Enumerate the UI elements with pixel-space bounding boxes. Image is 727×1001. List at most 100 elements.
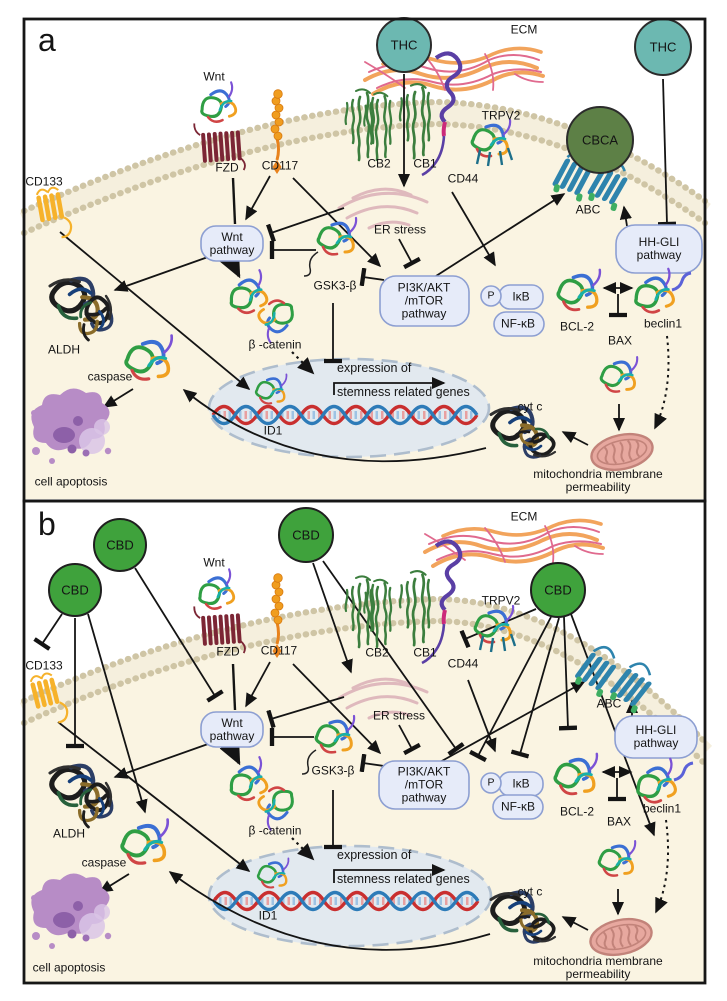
pi3k-pathway-box bbox=[378, 760, 470, 810]
cb2-label: CB2 bbox=[367, 156, 391, 171]
thc-label: THC bbox=[649, 39, 677, 55]
nfkb-box bbox=[493, 311, 545, 337]
aldh-label: ALDH bbox=[47, 342, 81, 357]
wnt-ligand-label: Wnt bbox=[203, 555, 225, 570]
pathway-boxes-b bbox=[200, 711, 698, 820]
wnt-ligand-icon bbox=[192, 567, 240, 614]
cbd-label: CBD bbox=[544, 582, 572, 598]
abc-label: ABC bbox=[575, 202, 601, 217]
abc-label: ABC bbox=[596, 696, 622, 711]
cbd-circle bbox=[48, 563, 102, 617]
phospho-circle bbox=[480, 285, 502, 307]
wnt-pathway-box bbox=[200, 225, 264, 262]
beclin1-label: beclin1 bbox=[643, 316, 683, 331]
beclin1-protein-icon bbox=[628, 267, 692, 318]
expression-label-line1: expression of bbox=[337, 848, 412, 862]
beta-catenin-label: β -catenin bbox=[248, 337, 302, 352]
cd44-label: CD44 bbox=[447, 656, 479, 671]
cb1-label: CB1 bbox=[413, 156, 437, 171]
phospho-label: P bbox=[487, 776, 495, 789]
fzd-label: FZD bbox=[216, 644, 240, 659]
cbd-label: CBD bbox=[292, 527, 320, 543]
panel-b-letter: b bbox=[38, 506, 56, 542]
arrows-a bbox=[59, 74, 677, 463]
wnt-ligand-label: Wnt bbox=[203, 69, 225, 84]
cbca-circle bbox=[566, 106, 634, 174]
caspase-label: caspase bbox=[87, 369, 133, 384]
cytc-label: cyt c bbox=[517, 884, 543, 899]
bax-label: BAX bbox=[606, 814, 632, 829]
beclin1-protein-icon bbox=[630, 757, 694, 808]
cbd-circle bbox=[278, 507, 334, 563]
hhgli-pathway-box bbox=[614, 715, 698, 759]
pi3k-pathway-box bbox=[379, 275, 470, 327]
panel-borders bbox=[22, 17, 707, 985]
trpv2-label: TRPV2 bbox=[481, 593, 521, 608]
thc-label: THC bbox=[390, 37, 418, 53]
cell-apoptosis-label: cell apoptosis bbox=[34, 474, 108, 489]
panel-a-letter: a bbox=[38, 22, 56, 58]
cd44-label: CD44 bbox=[447, 171, 479, 186]
ecm-label: ECM bbox=[510, 509, 538, 524]
ecm-label: ECM bbox=[510, 22, 538, 37]
gsk3b-label: GSK3-β bbox=[313, 278, 357, 293]
er-stress-label: ER stress bbox=[372, 708, 426, 723]
cd117-label: CD117 bbox=[261, 158, 299, 173]
wnt-ligand-icon bbox=[194, 80, 242, 127]
panel-a bbox=[19, 17, 711, 499]
aldh-label: ALDH bbox=[52, 826, 86, 841]
bax-label: BAX bbox=[607, 333, 633, 348]
nfkb-box bbox=[492, 794, 544, 820]
arrows-b bbox=[33, 560, 670, 951]
cbd-circle bbox=[530, 562, 586, 618]
cbd-circle bbox=[93, 518, 147, 572]
panel-b bbox=[19, 507, 713, 982]
cb2-label: CB2 bbox=[365, 645, 389, 660]
fzd-label: FZD bbox=[215, 160, 239, 175]
expression-label-line2: stemness related genes bbox=[337, 385, 470, 399]
expression-label-line2: stemness related genes bbox=[337, 872, 470, 886]
beta-catenin-label: β -catenin bbox=[248, 823, 302, 838]
cd133-label: CD133 bbox=[25, 174, 63, 189]
trpv2-label: TRPV2 bbox=[481, 108, 521, 123]
gsk3b-label: GSK3-β bbox=[311, 763, 355, 778]
nfkb-label: NF-κB bbox=[501, 799, 535, 814]
ikb-label: IκB bbox=[512, 776, 530, 791]
trpv2-receptor-icon bbox=[470, 118, 514, 167]
bcl2-label: BCL-2 bbox=[559, 319, 595, 334]
nfkb-label: NF-κB bbox=[501, 316, 535, 331]
cd117-label: CD117 bbox=[260, 643, 298, 658]
phospho-label: P bbox=[487, 289, 495, 302]
hhgli-pathway-box bbox=[615, 224, 703, 274]
id1-label: ID1 bbox=[258, 908, 278, 923]
id1-label: ID1 bbox=[263, 423, 283, 438]
cbd-label: CBD bbox=[61, 582, 89, 598]
phospho-circle bbox=[480, 772, 502, 794]
bcl2-label: BCL-2 bbox=[559, 804, 595, 819]
cell-apoptosis-label: cell apoptosis bbox=[32, 960, 106, 975]
cell-interior bbox=[24, 113, 705, 499]
panel-b-border bbox=[22, 499, 707, 985]
cytc-label: cyt c bbox=[517, 399, 543, 414]
beclin1-label: beclin1 bbox=[642, 801, 682, 816]
cb1-label: CB1 bbox=[413, 645, 437, 660]
trpv2-receptor-icon bbox=[473, 604, 517, 653]
er-stress-label: ER stress bbox=[373, 222, 427, 237]
pathway-boxes-a bbox=[200, 224, 703, 337]
cbd-label: CBD bbox=[106, 537, 134, 553]
wnt-pathway-box bbox=[200, 711, 264, 748]
expression-label-line1: expression of bbox=[337, 361, 412, 375]
cbca-label: CBCA bbox=[581, 132, 619, 148]
nucleus bbox=[207, 844, 493, 948]
cd133-label: CD133 bbox=[25, 658, 63, 673]
